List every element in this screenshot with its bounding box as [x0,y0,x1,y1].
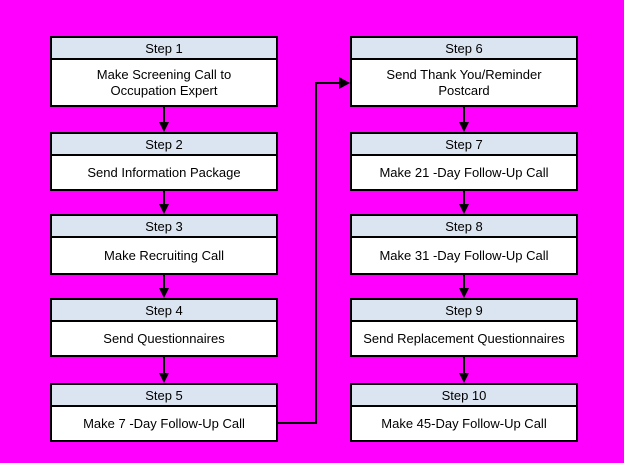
arrow-stem [163,275,165,288]
connector-vertical [315,82,317,424]
step-7-body: Make 21 -Day Follow-Up Call [352,156,576,189]
step-9-box: Step 9 Send Replacement Questionnaires [350,298,578,357]
arrow-stem [463,107,465,122]
arrow-stem [463,191,465,204]
step-8-box: Step 8 Make 31 -Day Follow-Up Call [350,214,578,275]
arrow-right-icon [339,77,350,89]
step-6-box: Step 6 Send Thank You/Reminder Postcard [350,36,578,107]
step-1-header: Step 1 [52,38,276,60]
step-3-body: Make Recruiting Call [52,238,276,273]
step-8-header: Step 8 [352,216,576,238]
step-8-body: Make 31 -Day Follow-Up Call [352,238,576,273]
step-9-body: Send Replacement Questionnaires [352,322,576,355]
step-4-header: Step 4 [52,300,276,322]
step-3-header: Step 3 [52,216,276,238]
arrow-down-icon [159,204,169,214]
arrow-stem [163,107,165,122]
arrow-down-icon [459,288,469,298]
arrow-stem [463,357,465,373]
connector-horizontal-top [315,82,341,84]
arrow-stem [163,191,165,204]
step-2-body: Send Information Package [52,156,276,189]
arrow-down-icon [159,288,169,298]
arrow-stem [463,275,465,288]
connector-horizontal-bottom [278,422,317,424]
step-10-box: Step 10 Make 45-Day Follow-Up Call [350,383,578,442]
step-3-box: Step 3 Make Recruiting Call [50,214,278,275]
arrow-down-icon [459,204,469,214]
step-2-header: Step 2 [52,134,276,156]
arrow-down-icon [459,373,469,383]
arrow-down-icon [459,122,469,132]
step-5-header: Step 5 [52,385,276,407]
step-4-box: Step 4 Send Questionnaires [50,298,278,357]
arrow-down-icon [159,373,169,383]
arrow-stem [163,357,165,373]
step-6-header: Step 6 [352,38,576,60]
step-2-box: Step 2 Send Information Package [50,132,278,191]
step-7-header: Step 7 [352,134,576,156]
step-1-box: Step 1 Make Screening Call to Occupation… [50,36,278,107]
step-5-box: Step 5 Make 7 -Day Follow-Up Call [50,383,278,442]
step-9-header: Step 9 [352,300,576,322]
step-1-body: Make Screening Call to Occupation Expert [52,60,276,105]
step-10-header: Step 10 [352,385,576,407]
step-7-box: Step 7 Make 21 -Day Follow-Up Call [350,132,578,191]
step-4-body: Send Questionnaires [52,322,276,355]
step-6-body: Send Thank You/Reminder Postcard [352,60,576,105]
step-5-body: Make 7 -Day Follow-Up Call [52,407,276,440]
step-10-body: Make 45-Day Follow-Up Call [352,407,576,440]
arrow-down-icon [159,122,169,132]
